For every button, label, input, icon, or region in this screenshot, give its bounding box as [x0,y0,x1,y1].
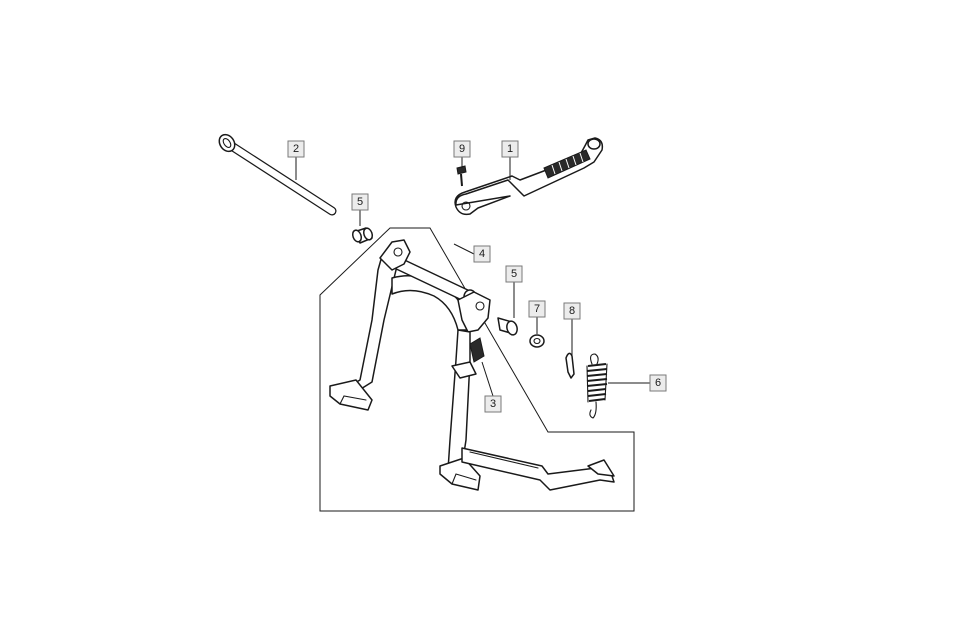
callout-4: 4 [473,245,491,263]
callout-8: 8 [563,302,581,320]
callout-label: 8 [569,305,575,317]
callout-label: 5 [357,196,363,208]
pivot-shaft[interactable] [216,132,337,216]
callout-label: 4 [479,248,485,260]
callout-label: 5 [511,268,517,280]
callout-5-right: 5 [505,265,523,283]
stop-pad[interactable] [451,337,485,379]
callout-label: 6 [655,377,661,389]
bushing-top[interactable] [351,227,374,244]
center-stand[interactable] [329,239,615,491]
callout-label: 3 [490,398,496,410]
small-bolt[interactable] [456,165,467,187]
callout-5-top: 5 [351,193,369,211]
bushing-right[interactable] [497,317,519,336]
callout-label: 2 [293,143,299,155]
callout-9: 9 [453,140,471,158]
callout-2: 2 [287,140,305,158]
callout-1: 1 [501,140,519,158]
cotter-pin[interactable] [565,352,575,379]
return-spring[interactable] [586,353,608,419]
callout-label: 9 [459,143,465,155]
leader-lines [295,156,650,397]
callout-7: 7 [528,300,546,318]
washer[interactable] [529,334,545,348]
assembly-group-outline [319,227,635,512]
callout-3: 3 [484,395,502,413]
callout-6: 6 [649,374,667,392]
callout-label: 7 [534,303,540,315]
kickstart-lever[interactable] [454,137,604,216]
callout-label: 1 [507,143,513,155]
